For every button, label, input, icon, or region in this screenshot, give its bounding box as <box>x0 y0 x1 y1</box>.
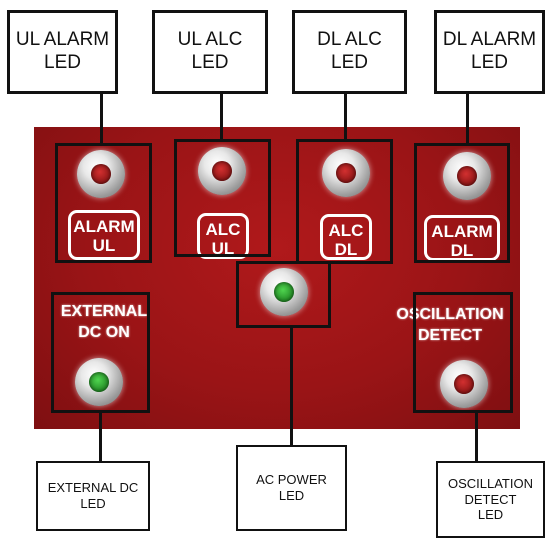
leader-line-ul-alarm <box>100 94 103 144</box>
callout-oscillation-detect-led: OSCILLATION DETECT LED <box>436 461 545 538</box>
callout-ac-power-led: AC POWER LED <box>236 445 347 531</box>
badge-alarm-ul: ALARM UL <box>68 210 140 260</box>
leader-line-dl-alc <box>344 94 347 140</box>
ac-power-led <box>260 268 308 316</box>
leader-line-ac-power <box>290 328 293 445</box>
frame-oscillation-detect <box>413 292 513 413</box>
badge-alc-ul: ALC UL <box>197 213 249 259</box>
frame-dl-alc <box>296 139 393 264</box>
badge-alarm-dl: ALARM DL <box>424 215 500 261</box>
frame-ul-alc <box>174 139 271 257</box>
leader-line-ul-alc <box>220 94 223 140</box>
oscillation-detect-led <box>440 360 488 408</box>
leader-line-dl-alarm <box>466 94 469 144</box>
frame-ac-power <box>236 261 331 328</box>
frame-external-dc <box>51 292 150 413</box>
callout-ul-alc-led: UL ALC LED <box>152 10 268 94</box>
ul-alarm-led <box>77 150 125 198</box>
leader-line-oscillation <box>475 413 478 461</box>
callout-dl-alc-led: DL ALC LED <box>292 10 407 94</box>
dl-alc-led <box>322 149 370 197</box>
frame-dl-alarm <box>414 143 510 263</box>
label-external-dc-on: EXTERNAL DC ON <box>60 303 148 341</box>
dl-alarm-led <box>443 152 491 200</box>
badge-alc-dl: ALC DL <box>320 214 372 260</box>
external-dc-led <box>75 358 123 406</box>
callout-ul-alarm-led: UL ALARM LED <box>7 10 118 94</box>
callout-dl-alarm-led: DL ALARM LED <box>434 10 545 94</box>
label-oscillation-detect: OSCILLATION DETECT <box>396 306 504 344</box>
frame-ul-alarm <box>55 143 152 263</box>
callout-external-dc-led: EXTERNAL DC LED <box>36 461 150 531</box>
ul-alc-led <box>198 147 246 195</box>
leader-line-external-dc <box>99 413 102 461</box>
